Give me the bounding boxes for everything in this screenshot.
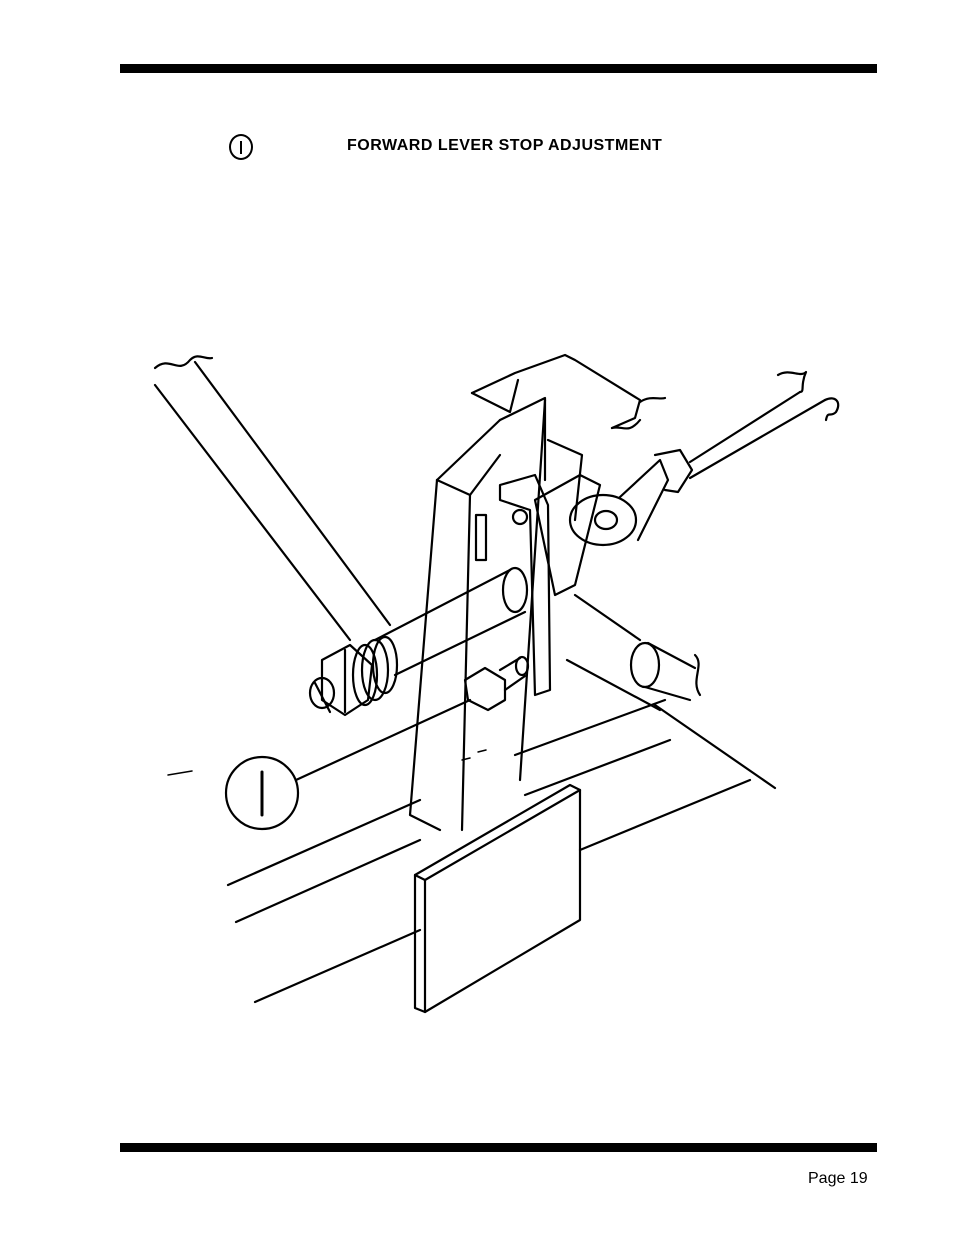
page-number: Page 19 bbox=[808, 1170, 868, 1188]
scan-marks bbox=[168, 750, 486, 775]
stop-plate bbox=[415, 785, 580, 1012]
bottom-rule bbox=[120, 1143, 877, 1152]
callout-i-icon bbox=[229, 134, 253, 160]
callout-bubble bbox=[226, 700, 470, 829]
lower-shaft bbox=[575, 595, 700, 700]
bracket bbox=[410, 355, 665, 830]
lever-stop-diagram bbox=[148, 350, 848, 1020]
rod-end bbox=[535, 372, 838, 595]
page-title: FORWARD LEVER STOP ADJUSTMENT bbox=[347, 137, 662, 155]
top-rule bbox=[120, 64, 877, 73]
bolt-assembly bbox=[310, 568, 527, 715]
floor-rails bbox=[228, 660, 775, 1002]
left-rod bbox=[155, 356, 390, 640]
stop-bolt bbox=[465, 657, 528, 710]
